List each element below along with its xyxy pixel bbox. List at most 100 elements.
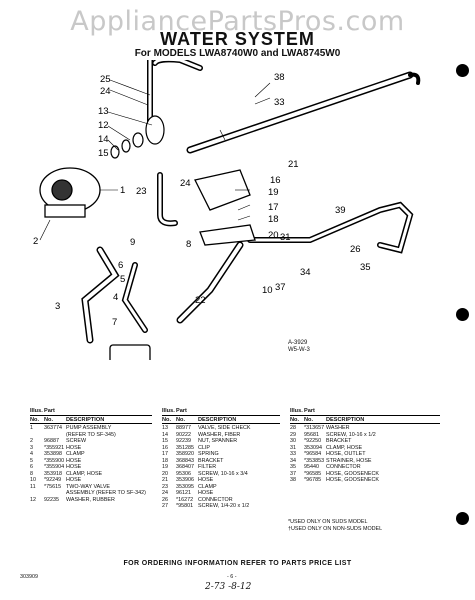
illus-no: 17 <box>162 451 168 457</box>
description: HOSE, GOOSENECK <box>326 470 380 477</box>
part-no: 95440 <box>304 464 319 470</box>
callout-4: 4 <box>113 292 118 303</box>
part-no: *96584 <box>304 451 322 457</box>
part-no: *75615 <box>44 483 62 490</box>
part-no: *95801 <box>176 503 194 509</box>
callout-8: 8 <box>186 239 191 250</box>
callout-24: 24 <box>100 86 111 97</box>
illus-no: 24 <box>162 490 168 496</box>
callout-13: 13 <box>98 106 109 117</box>
illus-no: 28 <box>290 425 296 431</box>
part-no: 363774 <box>44 425 62 431</box>
doc-code: 303909 <box>20 574 38 580</box>
description: WASHER <box>326 425 350 431</box>
description: HOSE <box>66 444 82 451</box>
part-no: *96585 <box>304 470 322 477</box>
illus-no: 3 <box>30 444 33 451</box>
illus-no: 14 <box>162 431 168 438</box>
callout-6: 6 <box>118 260 123 271</box>
callout-20: 20 <box>268 230 279 241</box>
illus-no: 31 <box>290 444 296 451</box>
page-title: WATER SYSTEM <box>160 29 315 49</box>
description: SCREW, 10-16 x 3/4 <box>198 470 248 477</box>
illus-no: 29 <box>290 431 296 438</box>
description-note: ASSEMBLY (REFER TO SF-342) <box>66 490 146 496</box>
parts-header: No.No.DESCRIPTION <box>30 417 152 424</box>
notes: *USED ONLY ON SUDS MODEL †USED ONLY ON N… <box>288 519 382 532</box>
parts-header: No.No.DESCRIPTION <box>290 417 440 424</box>
description: PUMP ASSEMBLY <box>66 425 112 431</box>
callout-34: 34 <box>300 267 311 278</box>
callout-1: 1 <box>120 185 125 196</box>
part-no: 90222 <box>176 431 191 438</box>
illus-no: 18 <box>162 457 168 464</box>
description: SCREW <box>66 438 87 444</box>
callout-5: 5 <box>120 274 125 285</box>
part-no: 358920 <box>176 451 194 457</box>
part-no: *355904 <box>44 464 65 470</box>
callout-24: 24 <box>180 178 191 189</box>
callout-7: 7 <box>112 317 117 328</box>
part-no: 88977 <box>176 425 191 431</box>
binder-hole <box>456 308 469 321</box>
callout-12: 12 <box>98 120 109 131</box>
callout-31: 31 <box>280 232 291 243</box>
description: HOSE <box>66 477 82 483</box>
callout-21: 21 <box>288 159 299 170</box>
description: VALVE, SIDE CHECK <box>198 425 251 431</box>
part-no: 353918 <box>44 470 62 477</box>
note-suds: *USED ONLY ON SUDS MODEL <box>288 519 368 525</box>
description: SPRING <box>198 451 219 457</box>
part-no: *92250 <box>304 438 322 444</box>
illus-no: 26 <box>162 496 168 503</box>
page-subtitle: For MODELS LWA8740W0 and LWA8745W0 <box>134 48 341 59</box>
description: CONNECTOR <box>326 464 361 470</box>
description: CLAMP, HOSE <box>66 470 103 477</box>
description: HOSE, GOOSENECK <box>326 477 380 483</box>
callout-10: 10 <box>262 285 273 296</box>
parts-header: Illus.Part <box>30 408 152 416</box>
callout-2: 2 <box>33 236 38 247</box>
note-non-suds: †USED ONLY ON NON-SUDS MODEL <box>288 525 383 532</box>
description: HOSE <box>66 464 82 470</box>
description: CONNECTOR <box>198 496 233 503</box>
illus-no: 19 <box>162 464 168 470</box>
callout-22: 22 <box>195 295 206 306</box>
illus-no: 30 <box>290 438 296 444</box>
description: NUT, SPANNER <box>198 438 238 444</box>
parts-header: No.No.DESCRIPTION <box>162 417 280 424</box>
page-number: - 6 - <box>227 574 237 580</box>
part-no: 368843 <box>176 457 194 464</box>
description: HOSE <box>66 457 82 464</box>
callout-14: 14 <box>98 134 109 145</box>
illus-no: 12 <box>30 496 36 503</box>
description: STRAINER, HOSE <box>326 457 372 464</box>
callout-18: 18 <box>268 214 279 225</box>
callout-35: 35 <box>360 262 371 273</box>
part-no: *355900 <box>44 457 65 464</box>
illus-no: 15 <box>162 438 168 444</box>
watermark: AppliancePartsPros.com <box>70 6 405 37</box>
illus-no: 2 <box>30 438 33 444</box>
callout-16: 16 <box>270 175 281 186</box>
callout-3: 3 <box>55 301 60 312</box>
